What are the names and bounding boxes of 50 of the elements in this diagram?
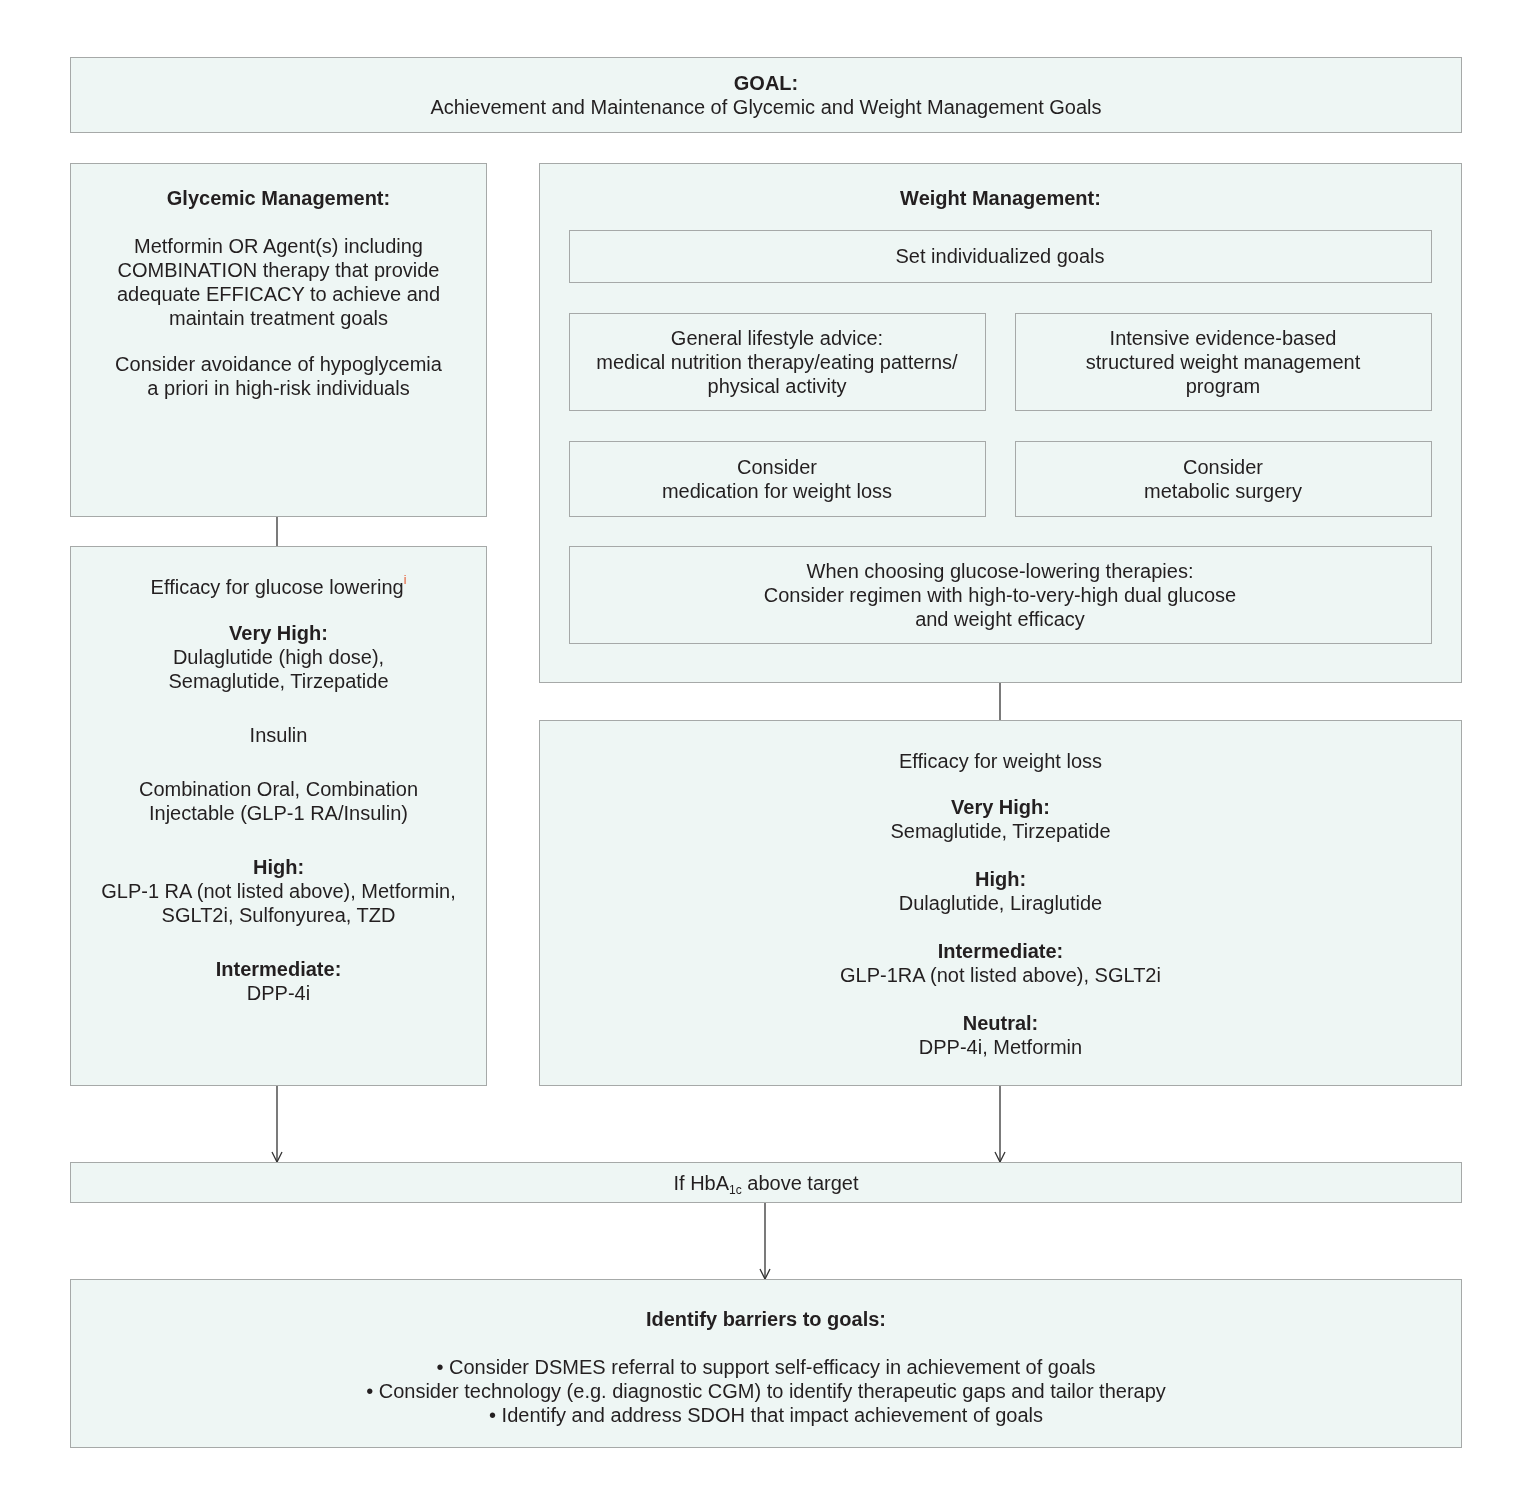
body-text: High: GLP-1 RA (not listed above), Metformin, SGLT2i, Sulfonyurea, TZD xyxy=(100,855,457,927)
body-text: Combination Oral, Combination Injectable (GLP-1 RA/Insulin) xyxy=(138,777,419,825)
info-panel xyxy=(70,163,487,517)
process-box xyxy=(568,545,1432,644)
connector-line xyxy=(999,682,1001,721)
info-panel xyxy=(70,1279,1462,1448)
body-text: When choosing glucose-lowering therapies: xyxy=(806,558,1194,583)
body-text: High: Dulaglutide, Liraglutide xyxy=(898,867,1103,915)
bullet-text: • Identify and address SDOH that impact achievement of goals xyxy=(489,1403,1043,1427)
body-text: Consider xyxy=(736,454,817,479)
body-text: Consider xyxy=(1182,454,1263,479)
info-panel xyxy=(539,163,1462,683)
process-box xyxy=(1014,440,1432,517)
bullet-text: • Consider DSMES referral to support self-efficacy in achievement of goals xyxy=(436,1355,1096,1379)
condition-banner xyxy=(70,1162,1462,1203)
arrow xyxy=(271,1085,283,1163)
body-text: Efficacy for weight loss xyxy=(898,749,1102,773)
info-panel xyxy=(70,546,487,1086)
process-box xyxy=(1014,312,1432,411)
body-text: Intermediate: DPP-4i xyxy=(215,957,342,1005)
body-text: metabolic surgery xyxy=(1144,478,1302,503)
connector-line xyxy=(276,516,278,547)
heading-text: GOAL: xyxy=(733,71,799,95)
goal-banner xyxy=(70,57,1462,133)
bullet-text: • Consider technology (e.g. diagnostic CGM) to identify therapeutic gaps and tailor therapy xyxy=(366,1379,1166,1403)
body-text: Very High: Dulaglutide (high dose), Semaglutide, Tirzepatide xyxy=(167,621,390,693)
arrow xyxy=(759,1202,771,1280)
body-text: Intensive evidence-based structured weight management program xyxy=(1084,325,1362,398)
info-panel xyxy=(539,720,1462,1086)
heading-text: Identify barriers to goals: xyxy=(645,1307,887,1331)
body-text: Set individualized goals xyxy=(895,244,1105,268)
body-text: medication for weight loss xyxy=(661,478,893,503)
process-box xyxy=(568,312,986,411)
heading-text: Weight Management: xyxy=(900,186,1101,210)
heading-text: Glycemic Management: xyxy=(166,186,391,210)
body-text: Insulin xyxy=(249,723,308,747)
body-text: Consider avoidance of hypoglycemia a priori in high-risk individuals xyxy=(114,352,443,400)
body-text: If HbA$_{1c}$ above target xyxy=(673,1170,859,1195)
body-text: medical nutrition therapy/eating patterns/ physical activity xyxy=(595,349,959,398)
body-text: Achievement and Maintenance of Glycemic and Weight Management Goals xyxy=(430,95,1102,119)
process-box xyxy=(568,440,986,517)
body-text: Intermediate: GLP-1RA (not listed above), SGLT2i xyxy=(840,939,1161,987)
body-text: Very High: Semaglutide, Tirzepatide xyxy=(890,795,1111,843)
body-text: Consider regimen with high-to-very-high dual glucose and weight efficacy xyxy=(762,582,1238,631)
process-box xyxy=(568,229,1432,283)
body-text: Neutral: DPP-4i, Metformin xyxy=(918,1011,1083,1059)
body-text: Metformin OR Agent(s) including COMBINATION therapy that provide adequate EFFICACY to achieve and maintain treatment goals xyxy=(115,234,442,330)
body-text: Efficacy for glucose lowering$^{i}$ xyxy=(150,575,407,599)
body-text: General lifestyle advice: xyxy=(670,325,884,350)
arrow xyxy=(994,1085,1006,1163)
